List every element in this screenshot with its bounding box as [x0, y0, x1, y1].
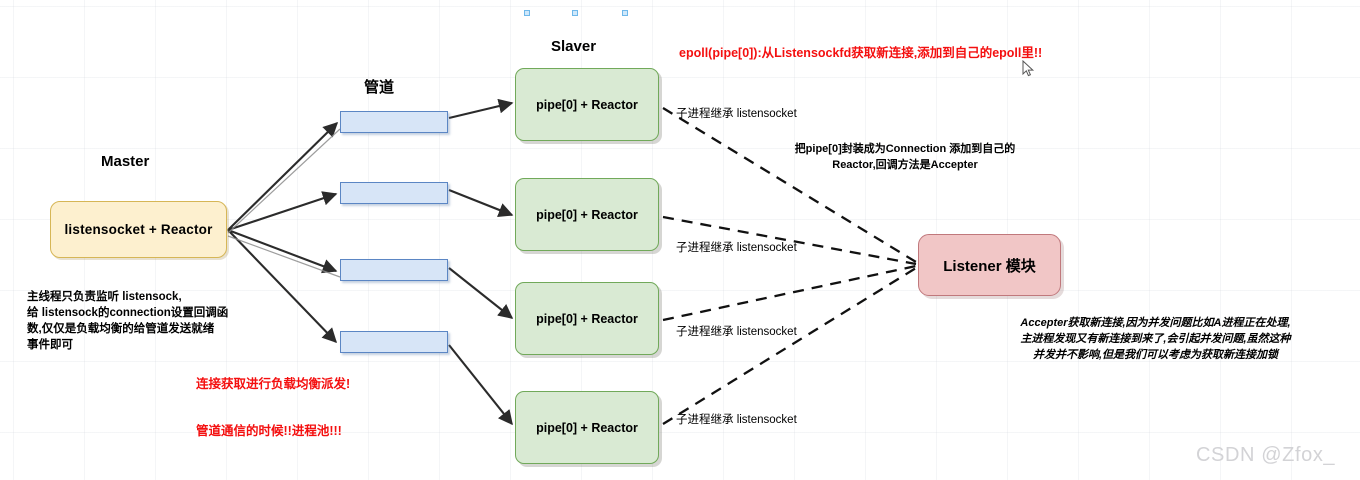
- note-epoll-pipe: epoll(pipe[0]):从Listensockfd获取新连接,添加到自己的…: [679, 46, 1043, 60]
- node-pipe-3[interactable]: [340, 259, 448, 281]
- node-master-listensocket-reactor[interactable]: listensocket + Reactor: [50, 201, 227, 258]
- note-load-balance: 连接获取进行负载均衡派发!: [196, 377, 351, 391]
- master-to-pipe-arrows: [227, 121, 339, 344]
- caption-master: Master: [101, 153, 150, 170]
- node-reactor-4[interactable]: pipe[0] + Reactor: [515, 391, 659, 464]
- label-inherit-listensocket-2: 子进程继承 listensocket: [676, 242, 797, 254]
- node-reactor-3[interactable]: pipe[0] + Reactor: [515, 282, 659, 355]
- master-to-pipe-arrows-shadow: [227, 128, 341, 278]
- node-reactor-1[interactable]: pipe[0] + Reactor: [515, 68, 659, 141]
- caption-slaver: Slaver: [551, 38, 597, 55]
- caption-pipe: 管道: [364, 79, 395, 96]
- label-inherit-listensocket-1: 子进程继承 listensocket: [676, 108, 797, 120]
- selection-handle-right[interactable]: [622, 10, 628, 16]
- mouse-cursor-icon: [1022, 60, 1035, 77]
- selection-handle-left[interactable]: [524, 10, 530, 16]
- node-pipe-2[interactable]: [340, 182, 448, 204]
- node-listener-module[interactable]: Listener 模块: [918, 234, 1061, 296]
- pipe-to-reactor-arrows: [448, 98, 514, 426]
- note-connection-wrap: 把pipe[0]封装成为Connection 添加到自己的 Reactor,回调…: [794, 143, 1016, 171]
- label-inherit-listensocket-3: 子进程继承 listensocket: [676, 326, 797, 338]
- node-pipe-1[interactable]: [340, 111, 448, 133]
- note-master-description: 主线程只负责监听 listensock, 给 listensock的connec…: [27, 291, 229, 351]
- label-inherit-listensocket-4: 子进程继承 listensocket: [676, 414, 797, 426]
- note-accepter-concurrency: Accepter获取新连接,因为并发问题比如A进程正在处理, 主进程发现又有新连…: [1020, 317, 1291, 361]
- node-reactor-2[interactable]: pipe[0] + Reactor: [515, 178, 659, 251]
- node-pipe-4[interactable]: [340, 331, 448, 353]
- note-pipe-communication: 管道通信的时候!!进程池!!!: [196, 424, 342, 438]
- csdn-watermark: CSDN @Zfox_: [1196, 444, 1336, 466]
- selection-handle-center[interactable]: [572, 10, 578, 16]
